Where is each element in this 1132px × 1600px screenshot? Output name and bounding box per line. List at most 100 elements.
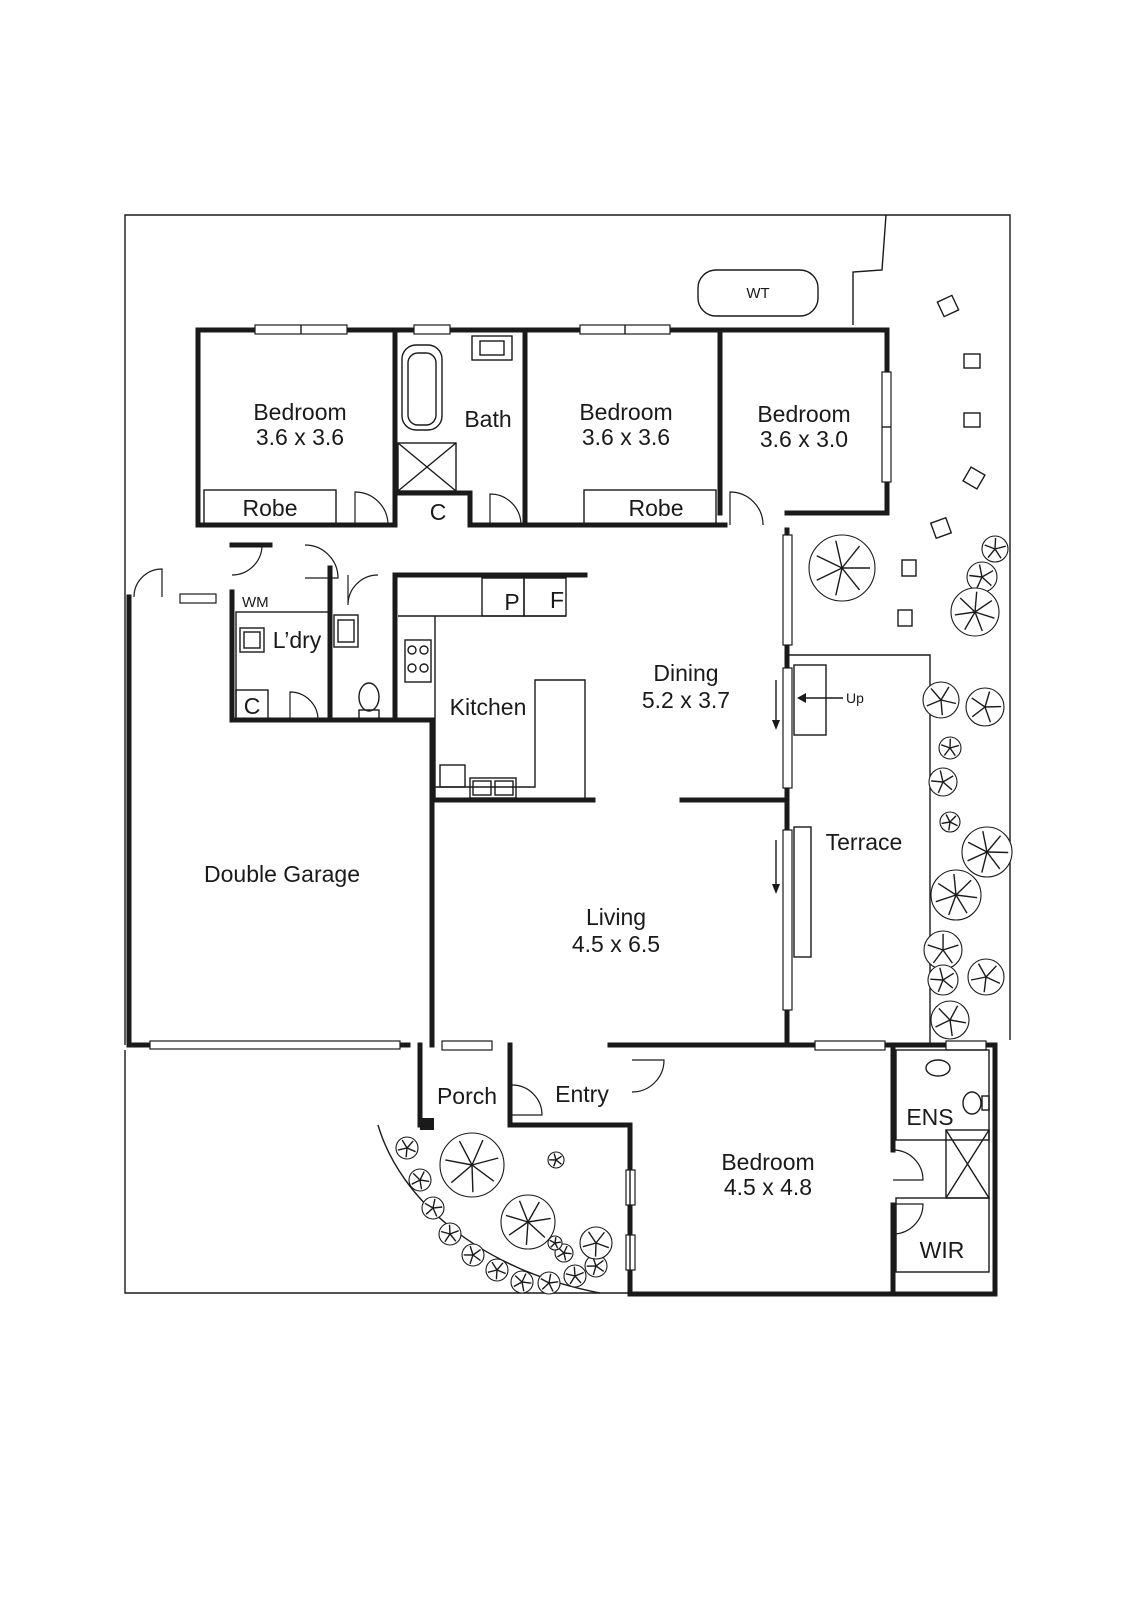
tree-branch [969, 574, 983, 578]
tree-branch [432, 1198, 436, 1209]
tree-branch [935, 1019, 951, 1028]
tree-branch [949, 821, 958, 827]
tree-branch [496, 1269, 506, 1275]
tree-branch [986, 851, 1001, 870]
tree-branch [521, 1273, 527, 1283]
bedroom-1-size: 3.6 x 3.6 [256, 424, 344, 450]
dining-size: 5.2 x 3.7 [642, 687, 730, 713]
tree-branch [994, 548, 1002, 559]
tree-branch [974, 600, 993, 613]
tree-branch [491, 1261, 498, 1271]
tree-branch [816, 555, 843, 569]
tree-branch [471, 1157, 499, 1166]
tree-branch [472, 1254, 481, 1262]
tree-branch [595, 1265, 605, 1272]
entry-name: Entry [555, 1081, 609, 1107]
tree-branch [835, 567, 843, 596]
tree-branch [977, 963, 987, 978]
tree-branch [521, 1281, 525, 1292]
robe-1-name: Robe [243, 495, 298, 521]
tree-branch [525, 1221, 529, 1245]
tree-branch [527, 1201, 540, 1223]
exterior-walls [126, 327, 998, 1297]
tree-branch [548, 1273, 552, 1284]
interior-walls [222, 327, 896, 1297]
tree-branch [595, 1231, 605, 1244]
tree-branch [541, 1282, 550, 1290]
tree-branch [401, 1139, 408, 1149]
bedroom-2-size: 3.6 x 3.6 [582, 424, 670, 450]
tree-branch [469, 1254, 474, 1265]
property-boundary [124, 214, 1011, 1294]
tree-branch [967, 841, 988, 853]
tree-branch [495, 1269, 498, 1280]
tree-branch [954, 611, 976, 616]
tree-branch [935, 894, 957, 903]
robe-2-name: Robe [629, 495, 684, 521]
tree-branch [984, 691, 991, 708]
tree-branch [527, 1217, 551, 1223]
tree-branch [974, 591, 978, 613]
tree-branch [978, 564, 983, 578]
tree-branch [419, 1171, 425, 1181]
tree-branch [981, 576, 992, 587]
tree-branch [835, 540, 843, 569]
tree-branch [981, 570, 994, 578]
tree-branch [937, 781, 944, 794]
laundry-name: L’dry [273, 627, 322, 653]
terrace-outline [787, 654, 931, 1045]
tree-branch [931, 780, 944, 783]
trees [395, 534, 1013, 1295]
tree-branch [942, 944, 959, 951]
tree-branch [595, 1259, 604, 1267]
room-labels: Bedroom 3.6 x 3.6 Bath Bedroom 3.6 x 3.6… [204, 399, 964, 1263]
tree-branch [450, 1164, 473, 1184]
tree-branch [932, 949, 944, 964]
tree-branch [449, 1230, 459, 1235]
porch-name: Porch [437, 1083, 497, 1109]
bedroom-1-name: Bedroom [253, 399, 346, 425]
tree-branch [554, 1241, 562, 1244]
tree-branch [949, 1019, 967, 1024]
tree-branch [406, 1147, 416, 1153]
tree-branch [555, 1159, 562, 1165]
tree-branch [930, 687, 942, 701]
tree-branch [449, 1233, 457, 1242]
tree-branch [487, 1269, 498, 1273]
tree-branch [841, 567, 861, 591]
tree-branch [555, 1155, 562, 1161]
tree-branch [595, 1242, 610, 1249]
tree-branch [948, 894, 957, 916]
doors [133, 491, 924, 1235]
tree-branch [582, 1242, 597, 1248]
bath-name: Bath [464, 406, 511, 432]
tree-branch [521, 1281, 532, 1284]
tree-branch [967, 851, 988, 862]
tree-branch [448, 1224, 451, 1235]
tree-branch [553, 1159, 557, 1167]
master-bedroom-name: Bedroom [721, 1149, 814, 1175]
tree-branch [959, 597, 976, 613]
tree-branch [955, 894, 978, 899]
tree-branch [949, 744, 960, 749]
tree-branch [458, 1140, 473, 1166]
tree-branch [971, 697, 986, 708]
tree-branch [949, 815, 957, 823]
tree-branch [994, 537, 997, 550]
tree-branch [432, 1207, 438, 1217]
washing-machine-label: WM [242, 594, 269, 611]
tree-branch [985, 976, 1001, 985]
sliding-doors: Up [772, 664, 864, 958]
tree-branch [412, 1172, 421, 1181]
tree-branch [472, 1249, 482, 1256]
tree-branch [565, 1273, 576, 1277]
terrace-name: Terrace [826, 829, 903, 855]
tree-branch [574, 1275, 582, 1284]
tree-branch [926, 699, 942, 707]
tree-branch [471, 1164, 495, 1182]
water-tank: WT [697, 269, 819, 317]
tree-branch [554, 1236, 557, 1244]
tree-branch [432, 1206, 443, 1209]
tree-branch [970, 976, 987, 981]
